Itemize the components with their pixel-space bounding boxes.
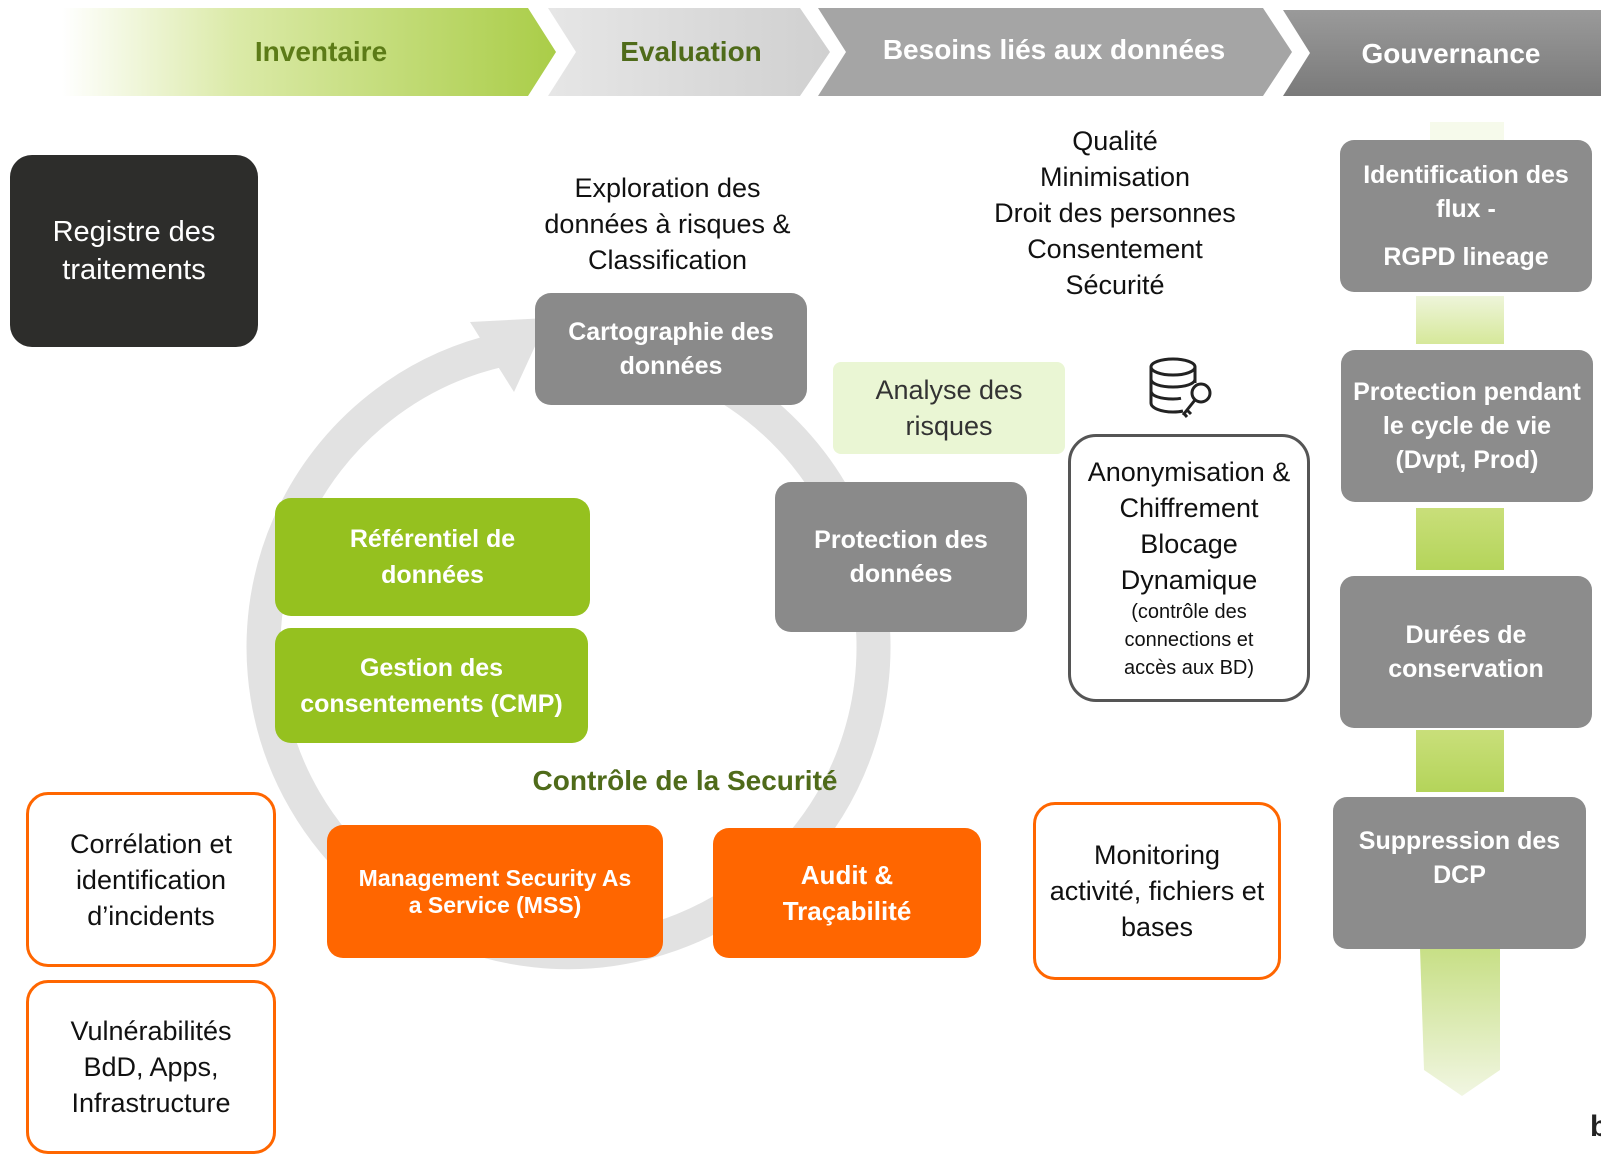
exploration-text: Exploration des données à risques & Clas…: [544, 173, 791, 275]
mss-box: Management Security As a Service (MSS): [327, 825, 663, 958]
stage-evaluation-shape: [548, 8, 830, 96]
stage-inventaire-shape: [62, 8, 556, 96]
governance-arrow-tail: [1420, 948, 1500, 1096]
cartographie-label: Cartographie des données: [568, 318, 774, 380]
need-minimisation: Minimisation: [1039, 162, 1191, 192]
suppression-dcp-label: Suppression des DCP: [1358, 827, 1561, 889]
protection-donnees-label: Protection des données: [814, 526, 988, 588]
suppression-dcp-box: Suppression des DCP: [1333, 797, 1586, 949]
identification-flux-label: Identification des flux -: [1363, 161, 1569, 223]
corner-text: b: [1590, 1110, 1601, 1143]
monitoring-box: Monitoring activité, fichiers et bases: [1033, 802, 1281, 980]
connector-0: [1430, 122, 1504, 144]
consentements-box: Gestion des consentements (CMP): [275, 628, 588, 743]
controle-title: Contrôle de la Securité: [532, 765, 838, 796]
registre-box: Registre des traitements: [10, 155, 258, 347]
analyse-risques-label: Analyse des risques: [875, 375, 1023, 441]
connector-3: [1416, 730, 1504, 792]
anonymisation-box: Anonymisation & Chiffrement Blocage Dyna…: [1068, 434, 1310, 702]
cycle-arrow-head: [470, 318, 548, 392]
protection-donnees-box: Protection des données: [775, 482, 1027, 632]
stage-evaluation-label: Evaluation: [620, 36, 762, 67]
audit-label: Audit & Traçabilité: [782, 860, 912, 926]
need-securite: Sécurité: [1065, 270, 1165, 300]
protection-cycle-box: Protection pendant le cycle de vie (Dvpt…: [1341, 350, 1593, 502]
identification-flux-box: Identification des flux - RGPD lineage: [1340, 140, 1592, 292]
stage-gouvernance-shape: [1283, 10, 1601, 96]
correlation-label: Corrélation et identification d’incident…: [69, 828, 233, 931]
durees-conservation-label: Durées de conservation: [1388, 621, 1544, 683]
need-consentement: Consentement: [1027, 234, 1203, 264]
needs-list: Qualité Minimisation Droit des personnes…: [950, 123, 1280, 303]
rgpd-lineage-label: RGPD lineage: [1383, 243, 1549, 271]
database-key-icon: [1149, 357, 1212, 418]
protection-cycle-label: Protection pendant le cycle de vie (Dvpt…: [1353, 378, 1581, 474]
need-droit-des-personnes: Droit des personnes: [994, 198, 1236, 228]
cartographie-box: Cartographie des données: [535, 293, 807, 405]
vulnerabilites-label: Vulnérabilités BdD, Apps, Infrastructure: [70, 1016, 232, 1118]
anonymisation-note: (contrôle des connections et accès aux B…: [1123, 601, 1255, 679]
stage-inventaire-label: Inventaire: [254, 36, 388, 67]
referentiel-box: Référentiel de données: [275, 498, 590, 616]
need-qualite: Qualité: [1072, 126, 1158, 156]
registre-label: Registre des traitements: [52, 216, 216, 286]
stage-besoins-label: Besoins liés aux données: [882, 34, 1226, 65]
vulnerabilites-box: Vulnérabilités BdD, Apps, Infrastructure: [26, 980, 276, 1154]
analyse-risques-box: Analyse des risques: [833, 362, 1065, 454]
audit-box: Audit & Traçabilité: [713, 828, 981, 958]
monitoring-label: Monitoring activité, fichiers et bases: [1049, 840, 1265, 942]
stage-gouvernance-label: Gouvernance: [1361, 38, 1541, 69]
connector-2: [1416, 508, 1504, 570]
consentements-label: Gestion des consentements (CMP): [300, 653, 563, 718]
stage-besoins-shape: [818, 8, 1292, 96]
connector-1: [1416, 296, 1504, 344]
anonymisation-label: Anonymisation & Chiffrement Blocage Dyna…: [1087, 457, 1291, 595]
durees-conservation-box: Durées de conservation: [1340, 576, 1592, 728]
stage-banner: [62, 8, 1601, 96]
mss-label: Management Security As a Service (MSS): [358, 864, 632, 918]
referentiel-label: Référentiel de données: [349, 525, 516, 589]
correlation-box: Corrélation et identification d’incident…: [26, 792, 276, 967]
